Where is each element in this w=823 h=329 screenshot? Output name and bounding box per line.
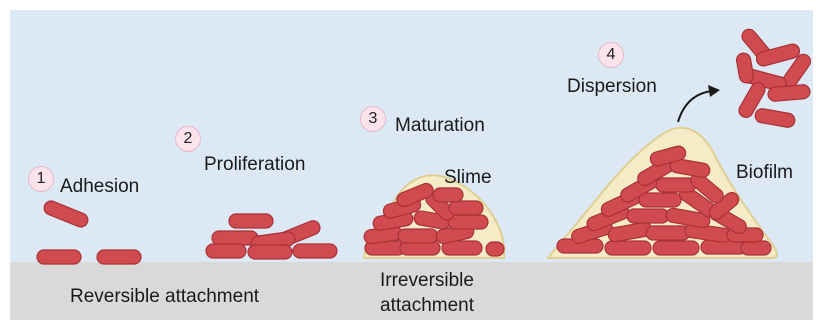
bacterium-rod-icon <box>206 244 246 258</box>
slime-label: Slime <box>444 168 492 187</box>
bacterium-rod-icon <box>656 178 696 192</box>
biofilm-label: Biofilm <box>736 163 793 182</box>
bacterium-rod-icon <box>448 215 488 229</box>
bacterium-rod-icon <box>486 242 504 256</box>
bacterium-rod-icon <box>741 241 771 255</box>
bacterium-rod-icon <box>449 201 483 215</box>
stage-2-label: Proliferation <box>204 155 305 174</box>
bacterium-rod-icon <box>639 193 681 207</box>
stage-2-badge: 2 <box>175 126 201 152</box>
stage-1-label: Adhesion <box>60 177 139 196</box>
bacterium-rod-icon <box>293 244 337 258</box>
stage-1-badge: 1 <box>28 166 54 192</box>
bacterium-rod-icon <box>653 241 699 255</box>
bacterium-rod-icon <box>398 229 438 243</box>
irreversible-attachment-label-line2: attachment <box>380 296 470 315</box>
bacterium-rod-icon <box>433 188 463 202</box>
stage-4-badge: 4 <box>598 42 624 68</box>
stage-3-badge: 3 <box>360 106 386 132</box>
stage-3-label: Maturation <box>395 116 485 135</box>
bacterium-rod-icon <box>229 214 273 228</box>
bacterium-rod-icon <box>248 245 292 259</box>
bacterium-rod-icon <box>627 209 669 223</box>
stage-4-label: Dispersion <box>567 77 657 96</box>
bacterium-rod-icon <box>767 84 810 102</box>
bacterium-rod-icon <box>605 241 651 255</box>
bacterium-rod-icon <box>37 250 81 264</box>
bacterium-rod-icon <box>646 226 690 240</box>
bacterium-rod-icon <box>97 250 141 264</box>
reversible-attachment-label: Reversible attachment <box>70 287 259 306</box>
irreversible-attachment-label-line1: Irreversible <box>380 271 470 290</box>
